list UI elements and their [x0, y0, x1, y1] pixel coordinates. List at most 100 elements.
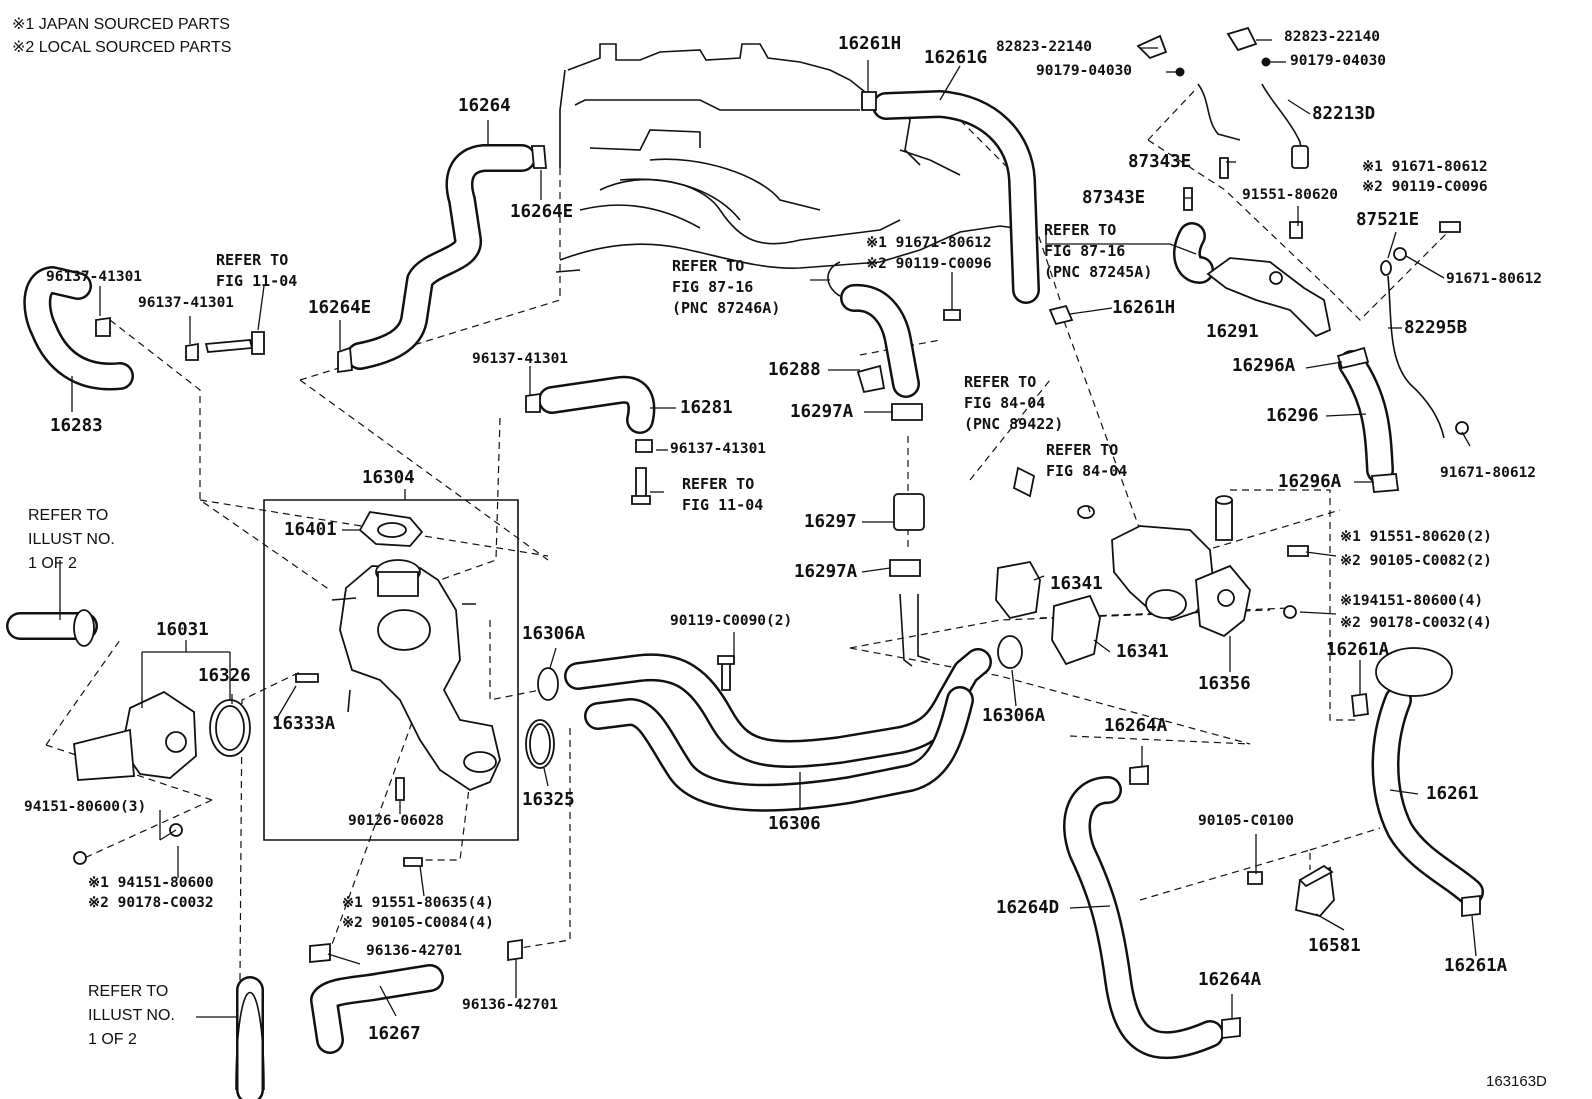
part-16341-a[interactable]: 16341 [1050, 574, 1103, 594]
part-16297[interactable]: 16297 [804, 512, 857, 532]
part-16261h-top[interactable]: 16261H [838, 34, 902, 54]
part-16261[interactable]: 16261 [1426, 784, 1479, 804]
nut-icon [1284, 606, 1296, 618]
part-16296[interactable]: 16296 [1266, 406, 1319, 426]
part-16264d[interactable]: 16264D [996, 898, 1060, 918]
part-16306a-bottom[interactable]: 16306A [982, 706, 1046, 726]
ref-fig-87-16-b[interactable]: REFER TO FIG 87-16 (PNC 87245A) [1044, 221, 1153, 281]
part-90119-c0090[interactable]: 90119-C0090(2) [670, 613, 793, 629]
part-16326[interactable]: 16326 [198, 666, 251, 686]
part-16297a-bottom[interactable]: 16297A [794, 562, 858, 582]
part-16283[interactable]: 16283 [50, 416, 103, 436]
part-16261a-top[interactable]: 16261A [1326, 640, 1390, 660]
part-16341-b[interactable]: 16341 [1116, 642, 1169, 662]
note-l-90178-c0032-4[interactable]: ※2 90178-C0032(4) [1340, 615, 1492, 631]
part-96136-42701-a[interactable]: 96136-42701 [366, 943, 463, 959]
part-16291[interactable]: 16291 [1206, 322, 1259, 342]
note-l-90178-c0032[interactable]: ※2 90178-C0032 [88, 895, 214, 911]
clamp-icon [1372, 474, 1398, 492]
note-l-90119-c0096-mid[interactable]: ※2 90119-C0096 [866, 256, 992, 272]
part-91671-80612-top[interactable]: 91671-80612 [1446, 271, 1543, 287]
part-96137-41301-mid-b[interactable]: 96137-41301 [670, 441, 767, 457]
part-82823-22140-a[interactable]: 82823-22140 [996, 39, 1093, 55]
part-16296a-bottom[interactable]: 16296A [1278, 472, 1342, 492]
part-16333a[interactable]: 16333A [272, 714, 336, 734]
part-16264a-top[interactable]: 16264A [1104, 716, 1168, 736]
ref-fig-11-04-mid[interactable]: REFER TO FIG 11-04 [682, 475, 764, 514]
note-l-90105-c0084[interactable]: ※2 90105-C0084(4) [342, 915, 494, 931]
part-87521e[interactable]: 87521E [1356, 210, 1420, 230]
part-16306[interactable]: 16306 [768, 814, 821, 834]
note-j-91671-80612-mid[interactable]: ※1 91671-80612 [866, 235, 992, 251]
part-91671-80612-bottom[interactable]: 91671-80612 [1440, 465, 1537, 481]
part-16356[interactable]: 16356 [1198, 674, 1251, 694]
ref-illust-top[interactable]: REFER TO ILLUST NO. 1 OF 2 [28, 507, 115, 572]
part-16261g[interactable]: 16261G [924, 48, 988, 68]
clamp-icon [1130, 766, 1148, 784]
part-96137-41301-left-a[interactable]: 96137-41301 [46, 269, 143, 285]
note-l-90105-c0082-2[interactable]: ※2 90105-C0082(2) [1340, 553, 1492, 569]
part-82213d[interactable]: 82213D [1312, 104, 1376, 124]
part-90105-c0100[interactable]: 90105-C0100 [1198, 813, 1295, 829]
part-91551-80620[interactable]: 91551-80620 [1242, 187, 1339, 203]
part-16264[interactable]: 16264 [458, 96, 511, 116]
note-j-91551-80635[interactable]: ※1 91551-80635(4) [342, 895, 494, 911]
part-16267[interactable]: 16267 [368, 1024, 421, 1044]
clamp-icon [186, 344, 198, 360]
part-90179-04030-a[interactable]: 90179-04030 [1036, 63, 1133, 79]
clamp-icon [532, 146, 546, 168]
note-j-91671-80612[interactable]: ※1 91671-80612 [1362, 159, 1488, 175]
bolt-icon [396, 778, 404, 800]
ref-fig-11-04-top[interactable]: REFER TO FIG 11-04 [216, 251, 298, 290]
part-16288[interactable]: 16288 [768, 360, 821, 380]
part-16031[interactable]: 16031 [156, 620, 209, 640]
ref-fig-84-04-a[interactable]: REFER TO FIG 84-04 (PNC 89422) [964, 373, 1064, 433]
part-96136-42701-b[interactable]: 96136-42701 [462, 997, 559, 1013]
note-j-94151-80600-4[interactable]: ※194151-80600(4) [1340, 593, 1484, 609]
part-82823-22140-b[interactable]: 82823-22140 [1284, 29, 1381, 45]
part-16261a-bottom[interactable]: 16261A [1444, 956, 1508, 976]
part-87343e-b[interactable]: 87343E [1082, 188, 1146, 208]
ref-fig-84-04-b[interactable]: REFER TO FIG 84-04 [1046, 441, 1128, 480]
clamp-icon [1222, 1018, 1240, 1038]
clamp-icon [1352, 694, 1368, 716]
part-16306a-top[interactable]: 16306A [522, 624, 586, 644]
legend-japan-sourced: ※1 JAPAN SOURCED PARTS [12, 16, 230, 33]
clamp-icon [890, 560, 920, 576]
part-16581[interactable]: 16581 [1308, 936, 1361, 956]
part-16296a-top[interactable]: 16296A [1232, 356, 1296, 376]
part-16325[interactable]: 16325 [522, 790, 575, 810]
clamp-icon [96, 318, 110, 336]
bolt-icon [636, 468, 646, 498]
part-16281[interactable]: 16281 [680, 398, 733, 418]
ref-illust-bottom[interactable]: REFER TO ILLUST NO. 1 OF 2 [88, 983, 175, 1048]
note-j-94151-80600[interactable]: ※1 94151-80600 [88, 875, 214, 891]
clamp-icon [526, 394, 540, 412]
bolt-icon [1288, 546, 1308, 556]
part-94151-80600-3[interactable]: 94151-80600(3) [24, 799, 147, 815]
part-16401[interactable]: 16401 [284, 520, 337, 540]
part-87343e-a[interactable]: 87343E [1128, 152, 1192, 172]
bolt-icon [722, 662, 730, 690]
note-j-91551-80620-2[interactable]: ※1 91551-80620(2) [1340, 529, 1492, 545]
part-96137-41301-left-b[interactable]: 96137-41301 [138, 295, 235, 311]
bolt-icon [1220, 158, 1228, 178]
part-16261h-mid[interactable]: 16261H [1112, 298, 1176, 318]
bolt-icon [1248, 872, 1262, 884]
part-16304[interactable]: 16304 [362, 468, 415, 488]
part-90179-04030-b[interactable]: 90179-04030 [1290, 53, 1387, 69]
nut-icon [1394, 248, 1406, 260]
ref-fig-87-16-a[interactable]: REFER TO FIG 87-16 (PNC 87246A) [672, 257, 781, 317]
part-90126-06028[interactable]: 90126-06028 [348, 813, 445, 829]
part-96137-41301-mid-a[interactable]: 96137-41301 [472, 351, 569, 367]
hoses [20, 104, 1470, 1090]
part-16264e-left[interactable]: 16264E [308, 298, 372, 318]
part-16264e-top[interactable]: 16264E [510, 202, 574, 222]
part-16297a-top[interactable]: 16297A [790, 402, 854, 422]
bolt-icon [1290, 222, 1302, 238]
part-82295b[interactable]: 82295B [1404, 318, 1468, 338]
note-l-90119-c0096[interactable]: ※2 90119-C0096 [1362, 179, 1488, 195]
part-16264a-bottom[interactable]: 16264A [1198, 970, 1262, 990]
bolt-icon [404, 858, 422, 866]
